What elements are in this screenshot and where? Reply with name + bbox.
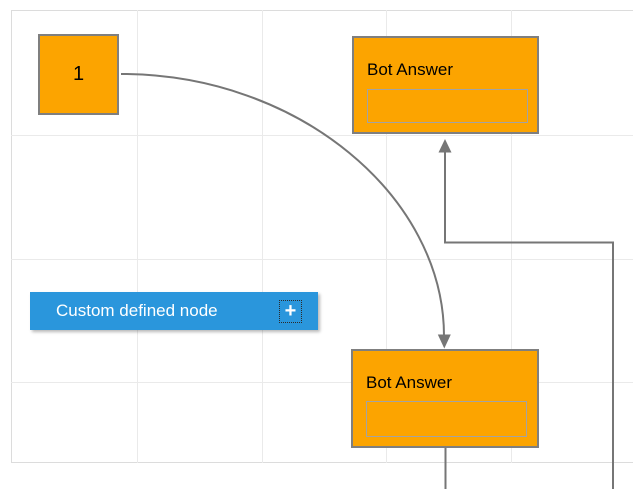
arrow-up-icon — [438, 139, 452, 153]
grid-line — [11, 135, 633, 136]
bot-answer-node-top[interactable]: Bot Answer — [352, 36, 539, 134]
bot-answer-title: Bot Answer — [366, 373, 452, 392]
node-1-label: 1 — [72, 63, 85, 85]
grid-line — [137, 10, 138, 463]
connector-orthogonal[interactable] — [444, 152, 614, 489]
custom-defined-node[interactable]: Custom defined node + — [30, 292, 318, 330]
grid-line — [262, 10, 263, 463]
arrow-down-icon — [437, 334, 451, 349]
grid-line — [11, 382, 633, 383]
grid-line — [11, 259, 633, 260]
node-1[interactable]: 1 — [38, 34, 119, 115]
bot-answer-node-bottom[interactable]: Bot Answer — [351, 349, 539, 448]
add-node-button[interactable]: + — [279, 300, 302, 323]
plus-icon: + — [284, 299, 297, 322]
bot-answer-input-box[interactable] — [367, 89, 528, 123]
connector-curve[interactable] — [120, 73, 445, 337]
bot-answer-title: Bot Answer — [367, 60, 453, 79]
grid-line — [386, 10, 387, 463]
bot-answer-input-box[interactable] — [366, 401, 527, 437]
custom-node-label: Custom defined node — [56, 301, 218, 320]
page-boundary — [11, 10, 633, 463]
grid-line — [511, 10, 512, 463]
